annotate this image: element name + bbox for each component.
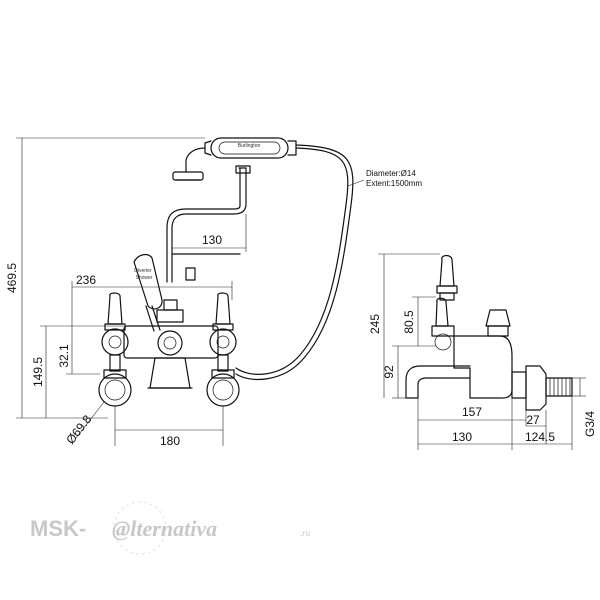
dim-side-spout-base: 130 — [452, 430, 472, 444]
dim-hose-span: 130 — [202, 233, 222, 247]
valve-body — [123, 325, 219, 359]
dim-top-width: 236 — [76, 273, 96, 287]
dim-diameter: Ø69.8 — [63, 412, 94, 447]
spout — [147, 357, 193, 389]
dim-body-height: 149.5 — [31, 357, 45, 387]
diverter-lever: Diverter Shower — [133, 253, 184, 332]
dim-thread: G3/4 — [583, 411, 597, 437]
dim-overall-height: 469.5 — [5, 263, 19, 293]
right-handle — [209, 292, 237, 356]
cradle-riser — [166, 165, 251, 283]
shower-handset: Burlington — [172, 137, 297, 181]
hose-note-extent: Extent:1500mm — [366, 179, 422, 188]
hose-note-diameter: Diameter:Ø14 — [366, 169, 416, 178]
hose-note: Diameter:Ø14 Extent:1500mm — [347, 169, 422, 188]
watermark-left: MSK- — [30, 516, 86, 541]
side-lever-top — [436, 254, 458, 301]
dim-side-spout: 157 — [462, 405, 482, 419]
dim-side-total: 245 — [368, 314, 382, 334]
lever-label-2: Shower — [136, 275, 153, 281]
watermark: MSK- @lternativa .ru — [30, 501, 311, 555]
dim-side-face: 27 — [526, 413, 540, 427]
shower-hose — [235, 144, 354, 381]
side-spout — [405, 365, 471, 399]
front-view: Burlington Diverter Shower — [5, 137, 422, 448]
lever-label-1: Diverter — [134, 268, 152, 274]
side-flange — [511, 365, 573, 411]
side-body — [453, 309, 513, 399]
left-connector — [98, 354, 132, 407]
dim-side-wall: 124.5 — [525, 430, 555, 444]
watermark-suffix: .ru — [300, 528, 311, 538]
watermark-middle: @lternativa — [112, 516, 217, 541]
dim-lever-offset: 32.1 — [57, 344, 71, 368]
dim-side-lever: 80.5 — [402, 310, 416, 334]
dim-side-spout-height: 92 — [382, 365, 396, 379]
dim-centers: 180 — [160, 434, 180, 448]
side-lever-mid — [431, 297, 455, 351]
side-dimensions: 245 80.5 92 157 27 130 — [368, 253, 597, 450]
right-connector — [206, 354, 240, 407]
handset-brand: Burlington — [238, 143, 261, 149]
side-view: 245 80.5 92 157 27 130 — [368, 253, 597, 450]
